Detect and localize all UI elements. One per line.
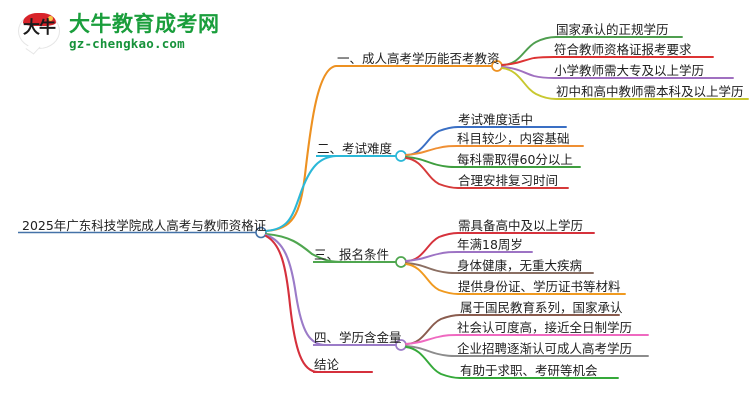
leaf-3-4-label[interactable]: 提供身份证、学历证书等材料 (458, 279, 621, 294)
leaf-4-1-connector (405, 314, 620, 345)
trunk-2 (264, 154, 398, 233)
leaf-3-4-connector (405, 263, 626, 295)
logo-text-block: 大牛教育成考网 gz-chengkao.com (69, 14, 220, 51)
logo-mark-icon: 大牛 (18, 11, 62, 53)
leaf-3-2-label[interactable]: 年满18周岁 (457, 237, 523, 252)
leaf-4-4-connector (405, 346, 619, 379)
logo-subtitle: gz-chengkao.com (69, 35, 185, 51)
root-node-label[interactable]: 2025年广东科技学院成人高考与教师资格证 (22, 218, 267, 233)
leaf-1-4-connector (501, 67, 749, 100)
leaf-2-2-connector (405, 145, 584, 156)
logo-swoosh-icon (23, 13, 56, 26)
leaf-1-1-connector (501, 36, 683, 66)
leaf-1-1-label[interactable]: 国家承认的正规学历 (556, 22, 669, 37)
leaf-2-1-label[interactable]: 考试难度适中 (458, 112, 534, 127)
branch-4-label[interactable]: 四、学历含金量 (314, 330, 402, 345)
leaf-2-2-label[interactable]: 科目较少，内容基础 (457, 131, 570, 146)
trunk-5 (264, 234, 374, 374)
leaf-1-2-connector (501, 56, 714, 66)
trunk-1 (264, 64, 494, 233)
branch-2-node-dot (395, 150, 407, 162)
leaf-3-3-label[interactable]: 身体健康，无重大疾病 (457, 258, 583, 273)
leaf-4-1-label[interactable]: 属于国民教育系列，国家承认 (460, 300, 623, 315)
branch-3-label[interactable]: 三、报名条件 (314, 247, 390, 262)
leaf-3-2-connector (405, 251, 533, 262)
trunk-4 (264, 233, 398, 347)
branch-2-label[interactable]: 二、考试难度 (317, 141, 393, 156)
branch-5-label[interactable]: 结论 (314, 357, 340, 372)
branch-1-label[interactable]: 一、成人高考学历能否考教资 (337, 51, 500, 66)
leaf-4-4-label[interactable]: 有助于求职、考研等机会 (460, 363, 598, 378)
leaf-1-2-label[interactable]: 符合教师资格证报考要求 (554, 42, 692, 57)
leaf-3-3-connector (405, 262, 594, 274)
site-logo[interactable]: 大牛 大牛教育成考网 gz-chengkao.com (18, 8, 238, 56)
root-node-dot (255, 226, 267, 239)
leaf-1-3-label[interactable]: 小学教师需大专及以上学历 (554, 63, 705, 78)
leaf-3-1-label[interactable]: 需具备高中及以上学历 (458, 218, 584, 233)
branch-3-node-dot (395, 256, 407, 268)
leaf-4-2-label[interactable]: 社会认可度高，接近全日制学历 (457, 320, 633, 335)
leaf-2-3-connector (405, 156, 581, 168)
leaf-1-4-label[interactable]: 初中和高中教师需本科及以上学历 (556, 84, 744, 99)
leaf-4-3-connector (405, 345, 649, 357)
logo-mark-text: 大牛 (23, 18, 56, 38)
leaf-2-4-label[interactable]: 合理安排复习时间 (458, 173, 559, 188)
leaf-2-1-connector (405, 126, 567, 156)
leaf-2-3-label[interactable]: 每科需取得60分以上 (457, 152, 573, 167)
leaf-1-3-connector (501, 66, 734, 79)
leaf-4-2-connector (405, 334, 649, 345)
logo-title: 大牛教育成考网 (69, 12, 220, 36)
leaf-3-1-connector (405, 232, 595, 262)
leaf-4-3-label[interactable]: 企业招聘逐渐认可成人高考学历 (457, 341, 633, 356)
logo-dot-icon (48, 16, 53, 21)
leaf-2-4-connector (405, 157, 569, 189)
